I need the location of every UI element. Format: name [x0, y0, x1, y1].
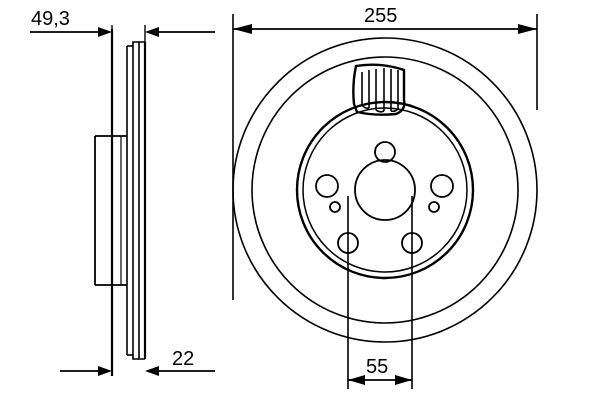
dimension-label-22: 22	[172, 348, 194, 370]
disc-friction-band-circle	[251, 56, 519, 324]
bolt-hole-3	[430, 174, 454, 198]
bolt-hole-2	[315, 174, 339, 198]
arrow-255-right	[518, 24, 537, 34]
side-bottom-notch-right	[138, 355, 145, 360]
face-view	[232, 37, 538, 343]
arrow-55-left	[348, 375, 365, 385]
vent-vane-tip-3	[390, 108, 399, 113]
vent-vane-tip-2	[375, 109, 385, 113]
dimension-label-55: 55	[366, 356, 388, 378]
side-section-view	[94, 29, 147, 376]
side-top-notch-middle	[132, 41, 139, 46]
dimension-49-3: 49,3	[30, 8, 215, 50]
dimension-label-255: 255	[364, 5, 397, 27]
arrow-22-left	[98, 366, 112, 376]
dimension-55: 55	[347, 196, 413, 389]
arrow-55-right	[395, 375, 412, 385]
dimension-label-49-3: 49,3	[31, 8, 70, 30]
arrow-49-3-right	[145, 27, 159, 37]
arrow-22-right	[145, 366, 159, 376]
dimension-255: 255	[232, 5, 538, 300]
center-bore-circle	[354, 159, 416, 221]
disc-hat-inner-circle	[302, 107, 468, 273]
arrow-255-left	[233, 24, 252, 34]
small-hole-right	[428, 201, 440, 213]
small-hole-left	[329, 201, 341, 213]
bolt-hole-1	[374, 141, 396, 163]
dimension-22: 22	[60, 348, 215, 376]
disc-hat-outer-circle	[295, 100, 475, 280]
vent-cutaway-section	[352, 63, 406, 116]
vent-vane-tip-1	[361, 104, 370, 109]
side-bottom-notch-middle	[132, 355, 139, 360]
vent-cutaway-outline	[352, 63, 406, 116]
arrow-49-3-left	[98, 27, 112, 37]
